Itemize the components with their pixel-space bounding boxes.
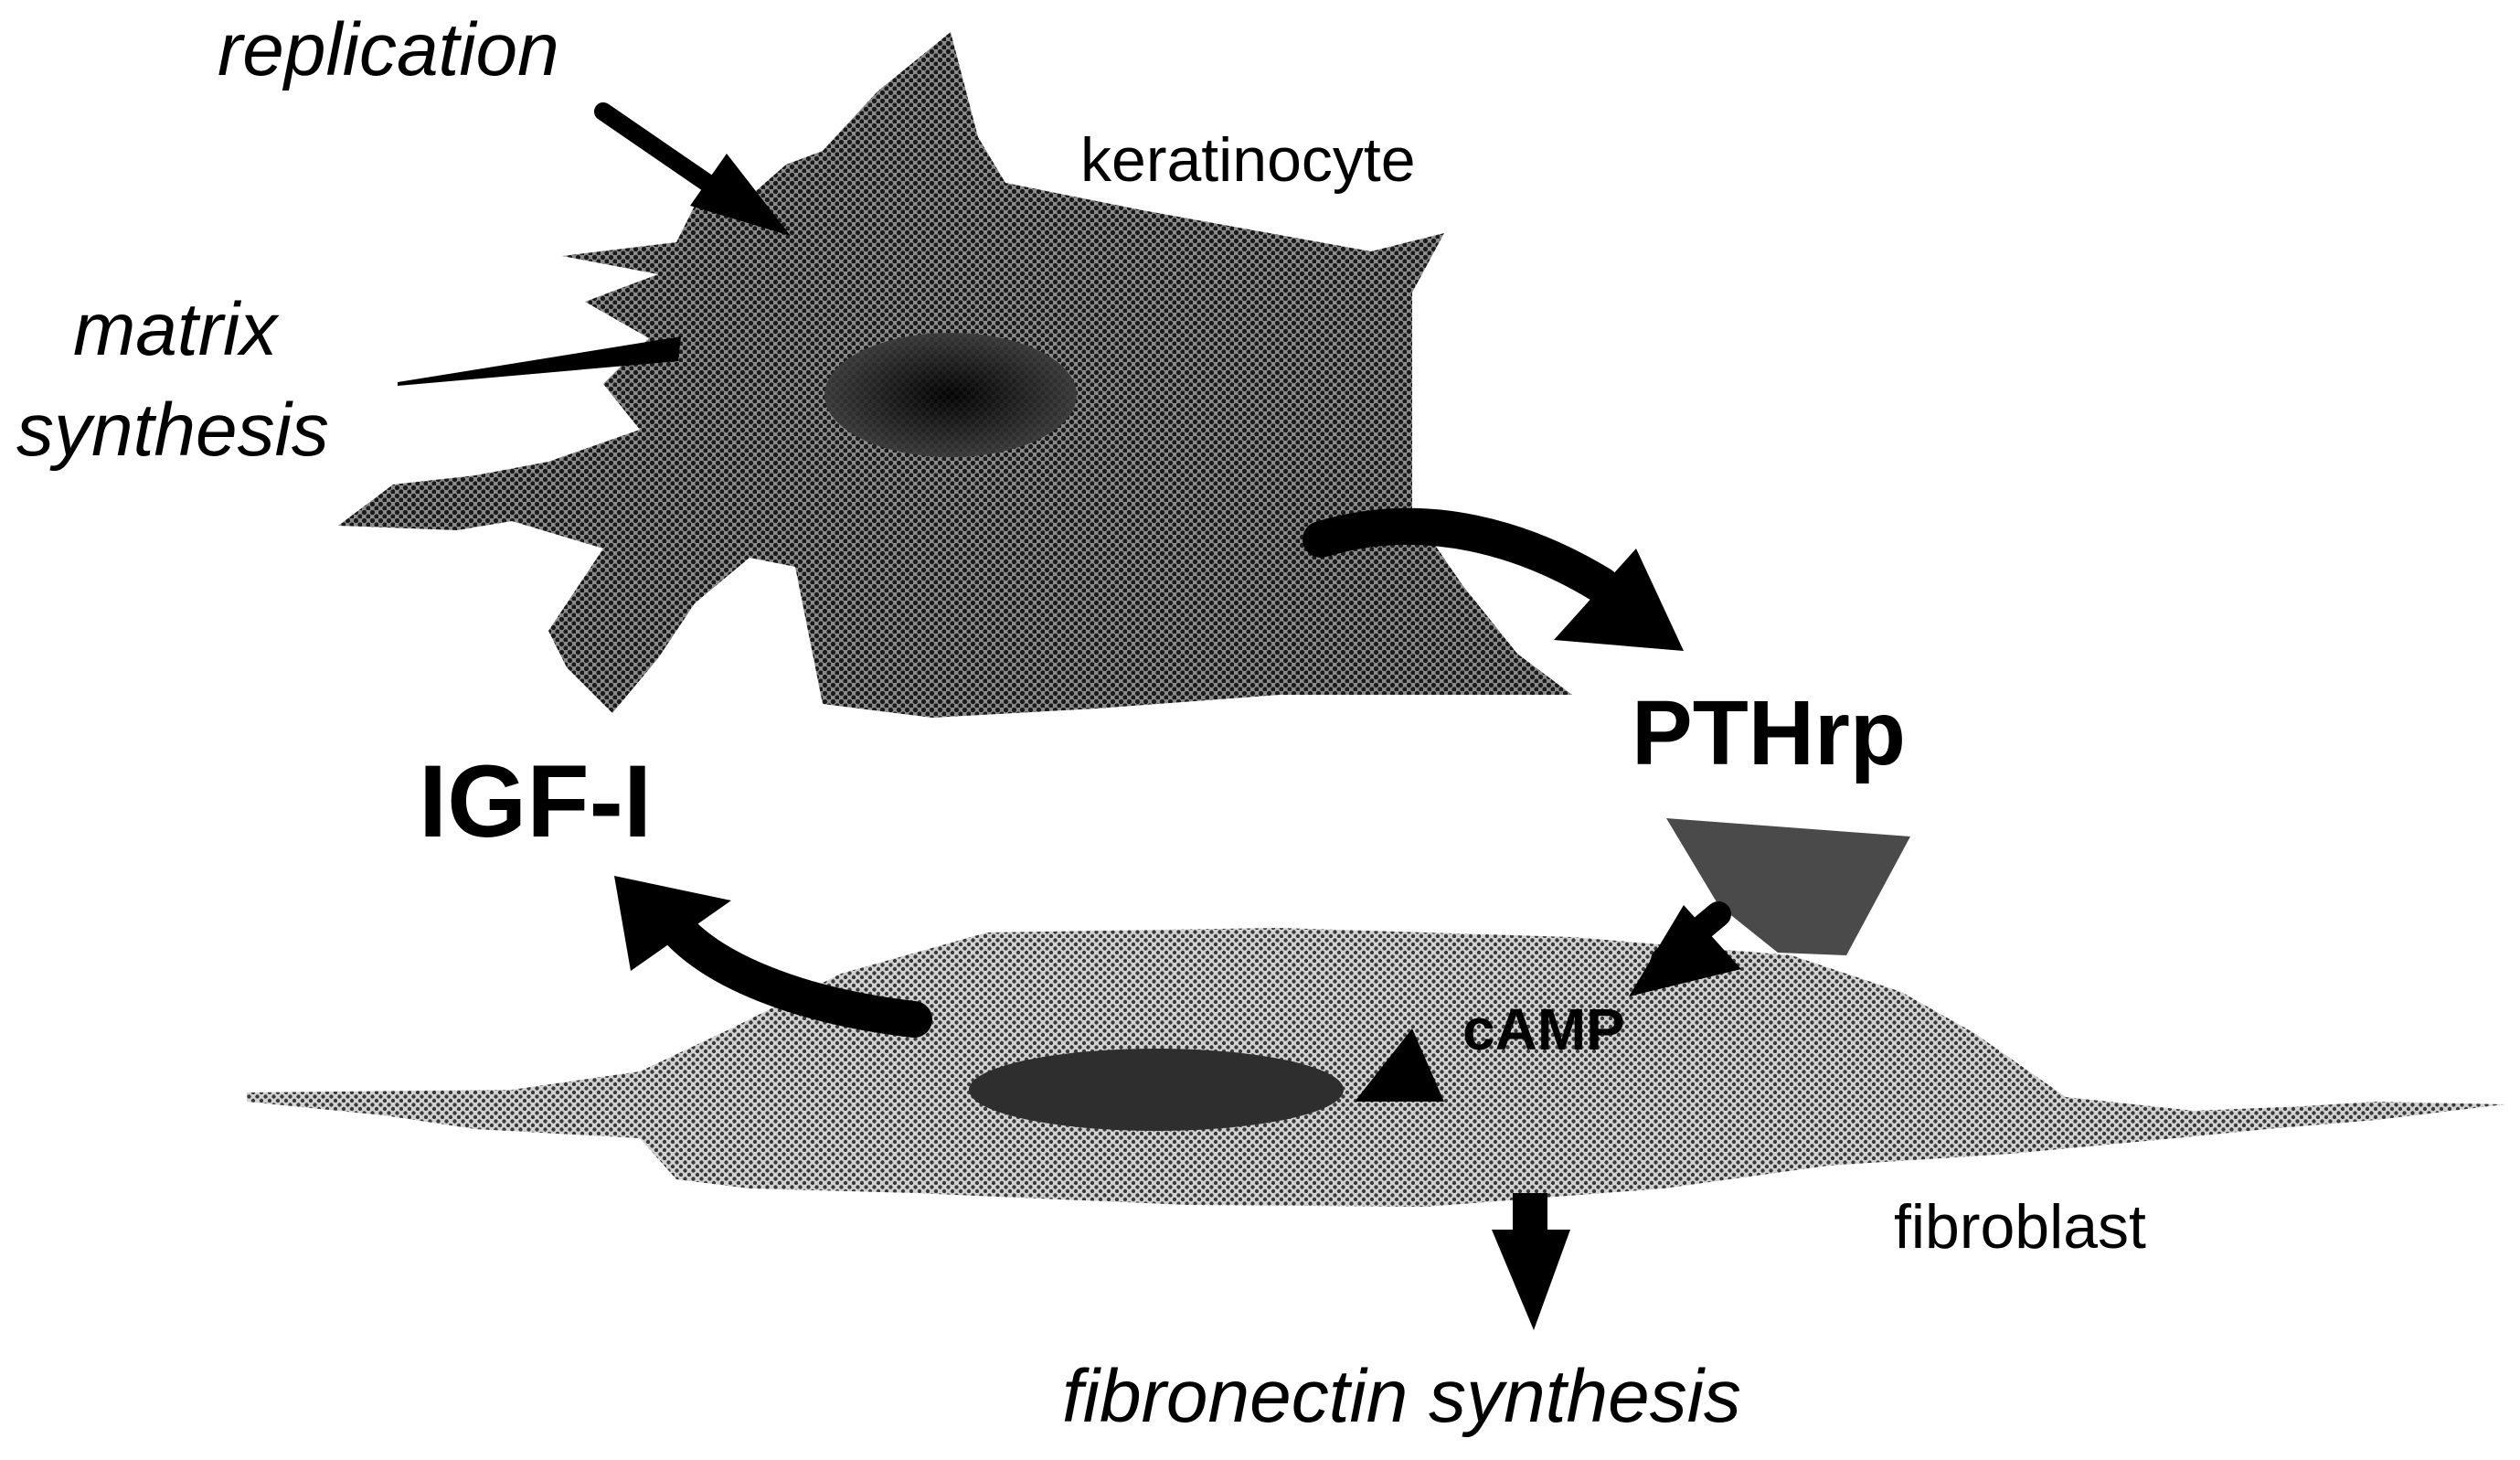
matrix-synthesis-label-line1: matrix xyxy=(73,288,280,371)
keratinocyte-cell xyxy=(338,32,1572,718)
pthrp-label: PTHrp xyxy=(1632,682,1906,784)
pthrp-receptor xyxy=(1666,818,1910,955)
keratinocyte-nucleus xyxy=(824,333,1077,457)
fibronectin-arrow-head xyxy=(1492,1230,1570,1330)
fibronectin-arrow-shaft xyxy=(1513,1193,1547,1234)
matrix-synthesis-label-line2: synthesis xyxy=(16,389,329,472)
fibroblast-label: fibroblast xyxy=(1894,1192,2146,1262)
replication-arrow-head xyxy=(690,154,791,236)
matrix-synthesis-arrow xyxy=(398,336,681,386)
camp-label: cAMP xyxy=(1462,996,1625,1062)
igf-label: IGF-I xyxy=(419,744,652,858)
fibroblast-body xyxy=(247,928,2504,1207)
keratinocyte-to-pthrp-arrow-shaft xyxy=(1303,507,1620,603)
replication-label: replication xyxy=(218,8,559,91)
fibroblast-to-igf-arrow-shaft xyxy=(658,910,932,1038)
arrows xyxy=(398,102,1741,1330)
pthrp-to-camp-arrow-head xyxy=(1629,905,1741,996)
camp-to-nucleus-arrow xyxy=(1355,1028,1444,1102)
keratinocyte-label: keratinocyte xyxy=(1080,125,1416,195)
fibroblast-to-igf-arrow-head xyxy=(614,876,731,971)
fibroblast-nucleus xyxy=(969,1049,1344,1131)
keratinocyte-to-pthrp-arrow-head xyxy=(1554,549,1684,651)
fibronectin-synthesis-label: fibronectin synthesis xyxy=(1062,1355,1741,1438)
fibroblast-cell xyxy=(247,928,2504,1207)
